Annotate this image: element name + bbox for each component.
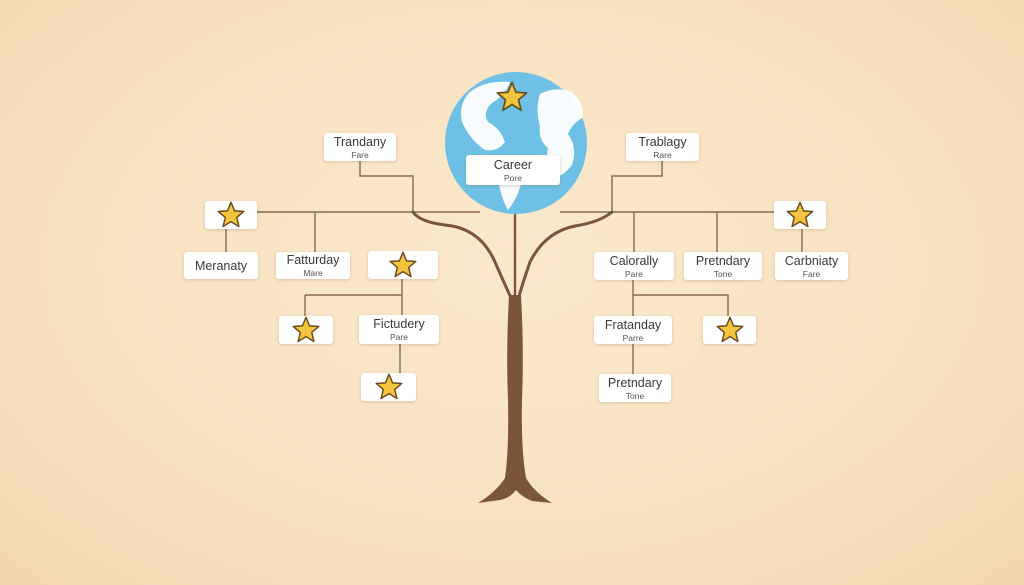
globe-label-title: Career — [493, 157, 533, 172]
globe-label[interactable]: Career Pore — [466, 155, 560, 185]
left-top-node[interactable]: Trandany Fare — [324, 133, 396, 161]
right-e-sub: Tone — [625, 390, 645, 401]
right-top-title: Trablagy — [638, 134, 687, 149]
connector-right-top — [611, 161, 663, 212]
left-a-title: Meranaty — [194, 258, 248, 273]
right-e-title: Pretndary — [607, 375, 663, 390]
left-star-node-4[interactable] — [361, 373, 416, 401]
right-top-node[interactable]: Trablagy Rare — [626, 133, 699, 161]
right-b-sub: Tone — [713, 268, 733, 279]
connector-right-e — [633, 294, 729, 316]
star-icon — [374, 373, 403, 400]
left-b-sub: Mare — [303, 268, 323, 278]
globe-label-sub: Pore — [504, 172, 522, 183]
left-b-title: Fatturday — [286, 253, 340, 267]
right-node-b[interactable]: Pretndary Tone — [684, 252, 762, 280]
connector-left-top — [359, 161, 414, 212]
star-icon — [292, 316, 320, 343]
left-star-node-1[interactable] — [205, 201, 257, 229]
right-c-title: Carbniaty — [784, 253, 839, 268]
trunk-branch-right — [516, 210, 614, 302]
right-d-title: Fratanday — [604, 317, 662, 332]
left-node-b[interactable]: Fatturday Mare — [276, 252, 350, 279]
right-node-e[interactable]: Pretndary Tone — [599, 374, 671, 402]
left-node-a[interactable]: Meranaty — [184, 252, 258, 279]
right-c-sub: Fare — [802, 268, 821, 279]
right-top-sub: Rare — [653, 149, 672, 160]
tree-trunk — [411, 210, 614, 302]
left-top-sub: Fare — [351, 149, 369, 160]
right-d-sub: Parre — [622, 332, 644, 343]
connector-lines — [225, 161, 803, 374]
right-star-node-2[interactable] — [703, 316, 756, 344]
left-star-node-2[interactable] — [368, 251, 438, 279]
star-icon — [715, 316, 744, 343]
left-top-title: Trandany — [333, 134, 387, 149]
star-icon — [786, 201, 814, 228]
star-icon — [217, 201, 245, 228]
right-a-sub: Pare — [625, 268, 643, 279]
left-c-title: Fictudery — [373, 317, 425, 331]
globe-land-africa-eurasia — [537, 89, 583, 177]
left-c-sub: Pare — [390, 332, 408, 342]
right-node-a[interactable]: Calorally Pare — [594, 252, 674, 280]
star-icon — [389, 251, 417, 278]
left-node-c[interactable]: Fictudery Pare — [359, 315, 439, 344]
right-node-c[interactable]: Carbniaty Fare — [775, 252, 848, 280]
right-a-title: Calorally — [609, 253, 659, 268]
left-star-node-3[interactable] — [279, 316, 333, 344]
right-node-d[interactable]: Fratanday Parre — [594, 316, 672, 344]
right-star-node-1[interactable] — [774, 201, 826, 229]
globe-star-icon — [495, 81, 529, 118]
trunk-body — [478, 295, 552, 503]
right-b-title: Pretndary — [695, 253, 751, 268]
trunk-branch-left — [411, 210, 514, 302]
